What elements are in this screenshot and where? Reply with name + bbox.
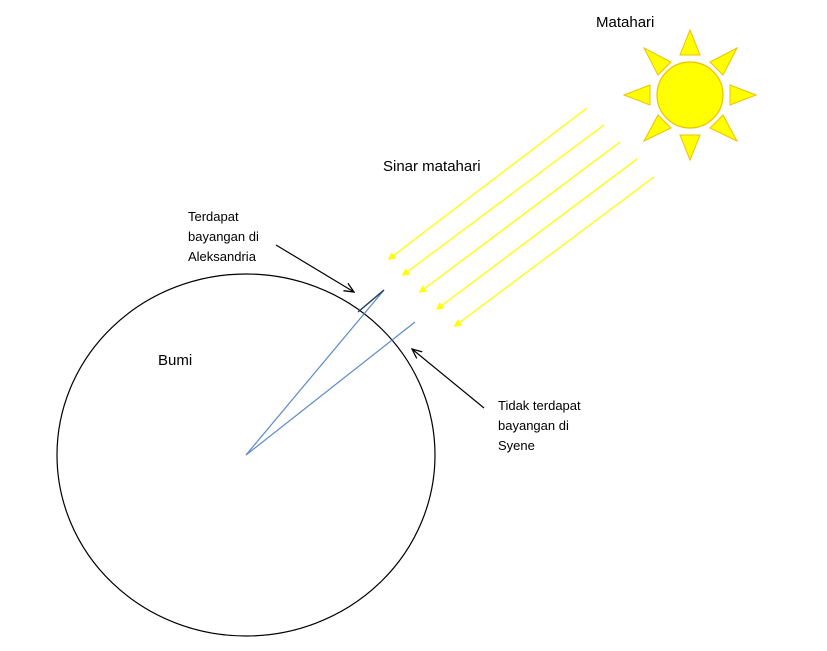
syene-annotation-line: Syene	[498, 438, 535, 453]
syene-annotation-line: bayangan di	[498, 418, 569, 433]
alexandria-annotation-line: Terdapat	[188, 209, 239, 224]
sunlight-rays	[387, 107, 655, 327]
earth-label: Bumi	[158, 352, 193, 369]
pointer-arrow-syene	[412, 349, 485, 409]
alexandria-annotation-line: Aleksandria	[188, 249, 256, 264]
sun-ray	[435, 158, 638, 310]
radius-line-syene	[245, 321, 416, 456]
earth-circle	[56, 273, 436, 637]
alexandria-annotation-line: bayangan di	[188, 229, 259, 244]
sun-ray	[401, 124, 605, 276]
sun-icon	[622, 28, 758, 162]
pointer-arrow-alexandria	[275, 244, 354, 292]
sun-ray	[453, 176, 655, 327]
sun-ray	[387, 107, 588, 260]
shadow-stub-alexandria	[357, 289, 385, 313]
sun-label: Matahari	[596, 14, 655, 31]
sun-ray	[418, 141, 621, 293]
radius-line-alexandria	[245, 289, 385, 456]
alexandria-annotation: Terdapat bayangan di Aleksandria	[188, 207, 259, 267]
sunlight-label: Sinar matahari	[383, 158, 481, 175]
syene-annotation-line: Tidak terdapat	[498, 398, 581, 413]
syene-annotation: Tidak terdapat bayangan di Syene	[498, 396, 581, 456]
